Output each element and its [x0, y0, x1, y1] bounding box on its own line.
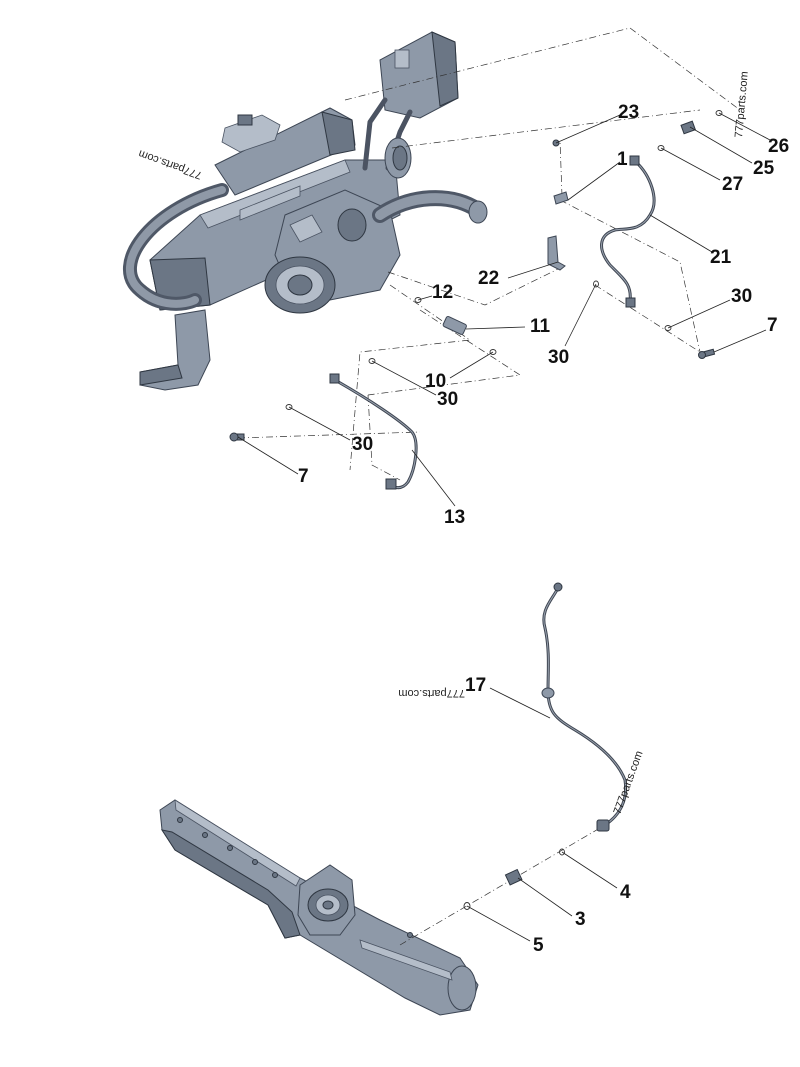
callout-25: 25 — [753, 158, 775, 179]
pipe-21 — [600, 155, 656, 308]
pipe-13 — [329, 373, 418, 490]
seal-30-upper-right-b — [664, 325, 672, 331]
guide-lines-bottom — [399, 827, 601, 946]
callout-12: 12 — [432, 282, 453, 303]
callout-27: 27 — [722, 174, 743, 195]
callout-1: 1 — [617, 149, 628, 170]
callout-13: 13 — [444, 507, 465, 528]
callout-30-upper-right: 30 — [731, 286, 752, 307]
watermark-top-right: 777parts.com — [733, 71, 751, 138]
callout-5: 5 — [533, 935, 544, 956]
fitting-25 — [680, 120, 696, 135]
seal-4 — [559, 848, 565, 856]
callout-22: 22 — [478, 268, 499, 289]
pipe-17 — [541, 582, 628, 832]
bolt-7-right — [698, 348, 716, 359]
callout-30-left: 30 — [352, 434, 373, 455]
callout-30-right: 30 — [548, 347, 569, 368]
seal-10 — [489, 349, 497, 355]
callout-4: 4 — [620, 882, 631, 903]
callout-30-middle: 30 — [437, 389, 458, 410]
watermark-bottom-middle: 777parts.com — [398, 687, 465, 699]
seal-30-left — [285, 404, 293, 410]
callout-23: 23 — [618, 102, 639, 123]
exhaust-manifold-assembly — [159, 799, 479, 1016]
callout-3: 3 — [575, 909, 586, 930]
leader-lines — [237, 112, 771, 942]
fitting-3 — [504, 868, 523, 886]
seal-30-middle — [368, 358, 376, 364]
watermark-bottom-right: 777parts.com — [612, 749, 646, 816]
seal-30-upper-right-a — [593, 280, 599, 288]
watermark-top-left: 777parts.com — [137, 147, 204, 181]
egr-cooler-turbo-assembly — [123, 31, 488, 391]
fitting-11 — [442, 315, 467, 335]
callout-26: 26 — [768, 136, 789, 157]
seal-12 — [414, 297, 422, 303]
guide-lines-top — [237, 27, 741, 481]
callout-11: 11 — [530, 316, 551, 337]
callout-7-right: 7 — [767, 315, 778, 336]
callout-7-left: 7 — [298, 466, 309, 487]
seal-27 — [657, 145, 665, 151]
seal-5 — [463, 902, 471, 910]
callout-21: 21 — [710, 247, 732, 268]
seal-26 — [715, 110, 723, 116]
callout-10: 10 — [425, 371, 446, 392]
callout-17: 17 — [465, 675, 486, 696]
clip-1 — [553, 191, 569, 205]
bracket-22 — [547, 235, 566, 271]
callout-labels: 1 23 26 25 27 21 22 30 7 30 12 11 10 30 … — [298, 102, 789, 956]
